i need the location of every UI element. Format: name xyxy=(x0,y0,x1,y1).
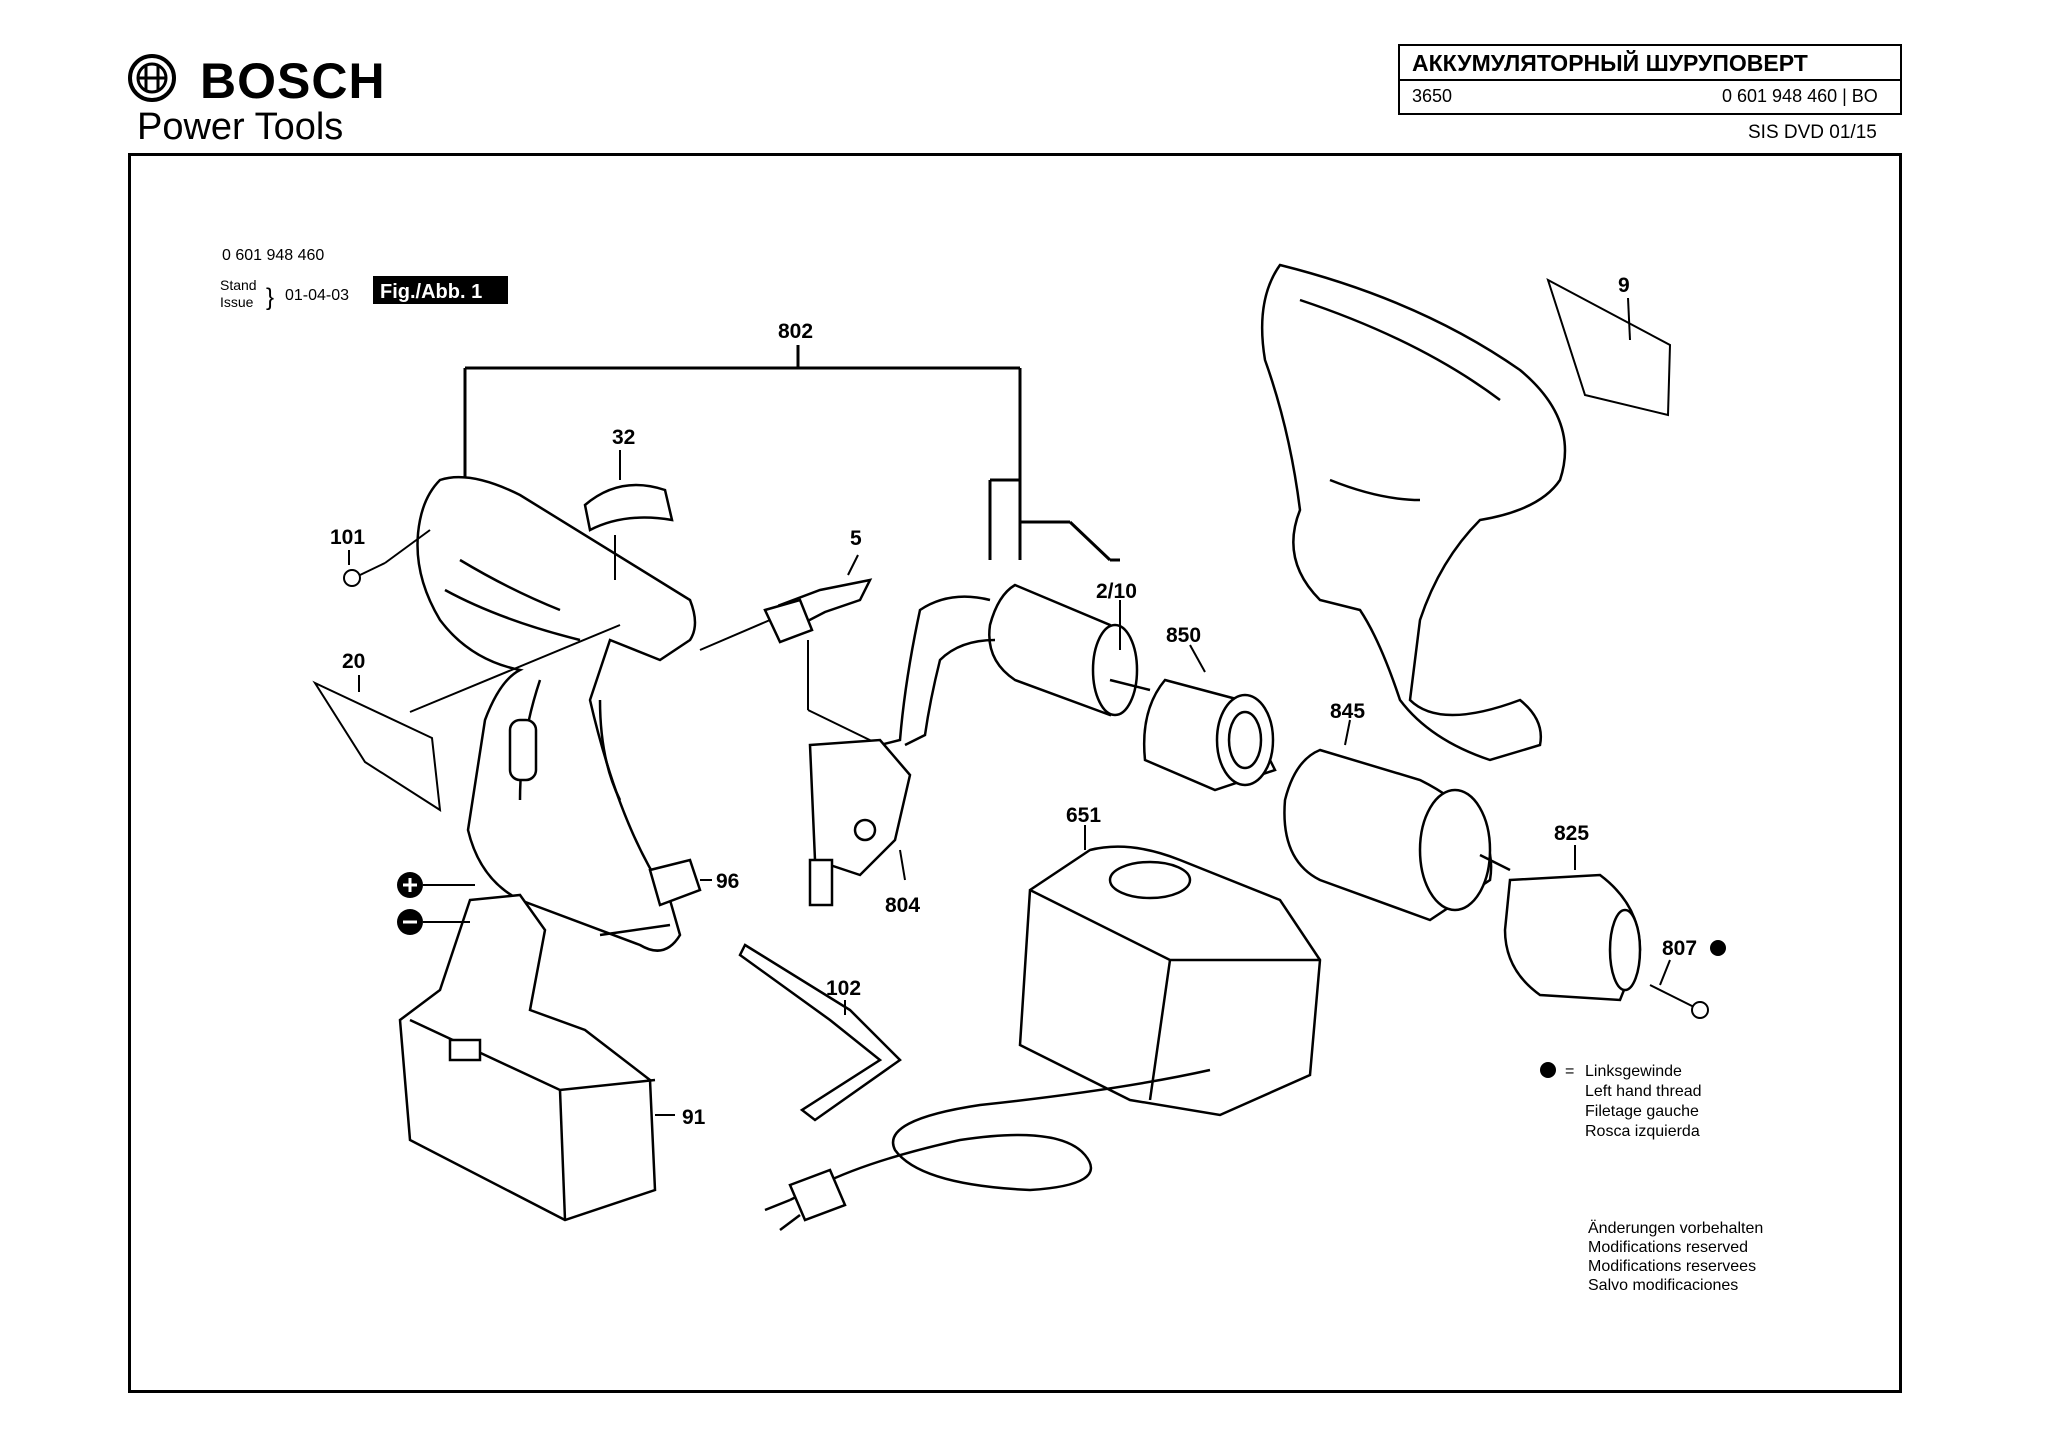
modifications-fr: Modifications reservees xyxy=(1588,1258,1756,1275)
dvd-version: SIS DVD 01/15 xyxy=(1748,122,1877,143)
label-102: 102 xyxy=(826,977,861,1000)
part-825-keyless-chuck xyxy=(1503,873,1642,1002)
label-20: 20 xyxy=(342,650,365,673)
assembly-bracket-802 xyxy=(463,345,1120,562)
housing-right-half xyxy=(1260,263,1567,762)
sheet-date: 01-04-03 xyxy=(285,287,349,304)
label-9: 9 xyxy=(1618,274,1630,297)
polarity-icons xyxy=(397,872,475,935)
figure-badge xyxy=(373,276,508,304)
part-651-charger xyxy=(1018,845,1322,1117)
modifications-en: Modifications reserved xyxy=(1588,1239,1748,1256)
title-divider xyxy=(1398,79,1900,81)
label-825: 825 xyxy=(1554,822,1589,845)
diagram-frame xyxy=(128,153,1902,1393)
label-845: 845 xyxy=(1330,700,1365,723)
sheet-part-number: 0 601 948 460 xyxy=(222,247,324,264)
stand-label: Stand xyxy=(220,277,257,293)
part-102-belt-clip xyxy=(738,943,902,1122)
header-part-number: 0 601 948 460 | BO xyxy=(1722,86,1878,106)
bosch-logo-icon xyxy=(128,54,176,102)
legend-es: Rosca izquierda xyxy=(1585,1123,1700,1140)
label-804: 804 xyxy=(885,894,920,917)
part-845-chuck-body xyxy=(1283,748,1511,922)
label-2-10: 2/10 xyxy=(1096,580,1137,603)
part-850-gearbox xyxy=(1142,678,1277,792)
label-5: 5 xyxy=(850,527,862,550)
part-5-clip xyxy=(763,578,873,644)
label-91: 91 xyxy=(682,1106,706,1129)
label-96: 96 xyxy=(716,870,739,893)
legend-equals: = xyxy=(1565,1063,1574,1080)
left-thread-marker-icon xyxy=(1710,940,1726,956)
part-9-nameplate xyxy=(1546,277,1672,417)
leader-line xyxy=(409,624,621,713)
issue-label: Issue xyxy=(220,294,254,310)
label-850: 850 xyxy=(1166,624,1201,647)
brace-icon: } xyxy=(266,284,274,311)
part-labels: 802 32 101 5 2/10 850 845 9 20 96 804 65… xyxy=(330,274,1697,1129)
part-101-screw xyxy=(343,529,431,587)
legend-fr: Filetage gauche xyxy=(1585,1103,1699,1120)
housing-left-half xyxy=(416,475,697,952)
part-2-10-motor xyxy=(879,583,1151,747)
model-number: 3650 xyxy=(1412,86,1453,106)
part-96-contact xyxy=(648,858,702,907)
part-20-nameplate xyxy=(312,675,442,812)
label-101: 101 xyxy=(330,526,365,549)
brand-name: BOSCH xyxy=(200,53,386,109)
label-802: 802 xyxy=(778,320,813,343)
label-807: 807 xyxy=(1662,937,1697,960)
part-804-switch xyxy=(808,738,912,907)
figure-label: Fig./Abb. 1 xyxy=(380,281,482,303)
legend-bullet-icon xyxy=(1540,1062,1556,1078)
modifications-es: Salvo modificaciones xyxy=(1588,1277,1738,1294)
plug-icon xyxy=(764,1168,847,1231)
label-651: 651 xyxy=(1066,804,1101,827)
label-32: 32 xyxy=(612,426,635,449)
part-807-screw xyxy=(1649,984,1709,1019)
charger-cord xyxy=(789,1068,1211,1202)
legend-en: Left hand thread xyxy=(1585,1083,1702,1100)
division-name: Power Tools xyxy=(137,106,344,148)
part-32-button xyxy=(583,483,674,532)
part-91-battery xyxy=(398,893,657,1222)
modifications-de: Änderungen vorbehalten xyxy=(1588,1219,1763,1237)
tool-title: АККУМУЛЯТОРНЫЙ ШУРУПОВЕРТ xyxy=(1412,50,1808,76)
legend-de: Linksgewinde xyxy=(1585,1063,1682,1080)
